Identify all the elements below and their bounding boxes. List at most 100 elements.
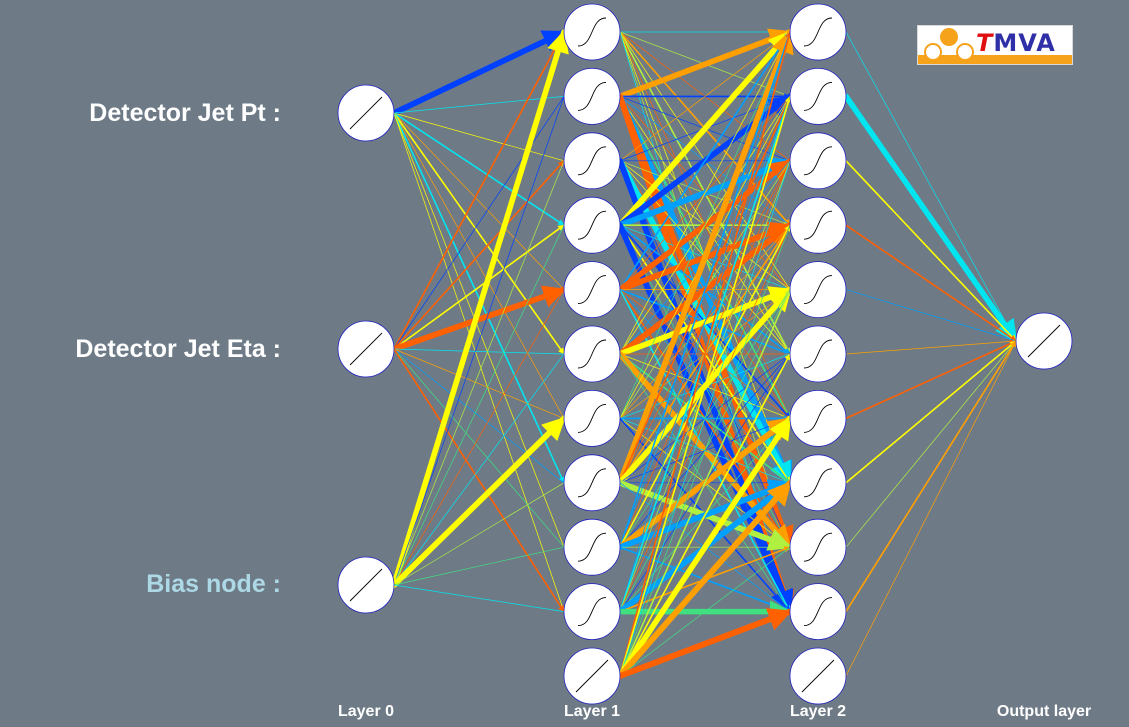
synapse-edge xyxy=(393,96,565,350)
synapse-edge xyxy=(393,224,565,350)
synapse-edge xyxy=(619,31,792,549)
synapse-edge xyxy=(619,31,791,419)
neuron-node xyxy=(789,68,847,125)
input-label-bias: Bias node : xyxy=(146,570,281,598)
neuron-node xyxy=(337,84,395,142)
neuron-node xyxy=(563,196,621,254)
neuron-node xyxy=(563,647,621,705)
logo-dot-top xyxy=(940,28,958,46)
neuron-node xyxy=(337,320,395,378)
synapse-edge xyxy=(619,31,791,162)
synapse-edge xyxy=(391,415,567,588)
neuron-node xyxy=(563,132,621,190)
linear-icon xyxy=(349,568,383,602)
neuron-node xyxy=(789,196,847,254)
neuron-node xyxy=(789,389,847,447)
synapse-edge xyxy=(845,289,1017,342)
neuron-node xyxy=(563,389,621,447)
neuron-node xyxy=(563,68,621,125)
layer-label-1: Layer 1 xyxy=(563,703,621,720)
neuron-node xyxy=(563,518,621,576)
neuron-node xyxy=(789,325,847,383)
layer-label-0: Layer 0 xyxy=(337,703,395,720)
sigmoid-icon xyxy=(577,17,607,47)
input-label-eta: Detector Jet Eta : xyxy=(75,335,281,363)
synapse-edge xyxy=(845,340,1017,613)
neuron-node xyxy=(1015,312,1073,370)
synapse-edge xyxy=(393,96,565,586)
synapse-edge xyxy=(393,112,565,290)
synapse-edge xyxy=(617,29,793,229)
neuron-node xyxy=(563,325,621,383)
sigmoid-icon xyxy=(803,468,833,498)
synapse-edge xyxy=(843,93,1019,344)
synapse-edge xyxy=(845,160,1017,342)
layer-label-output: Output layer xyxy=(996,703,1092,720)
synapse-edge xyxy=(391,29,569,588)
linear-icon xyxy=(1027,324,1061,358)
synapse-edge xyxy=(845,340,1017,355)
synapse-edge xyxy=(393,546,565,586)
sigmoid-icon xyxy=(803,17,833,47)
sigmoid-icon xyxy=(803,210,833,240)
linear-icon xyxy=(575,659,609,693)
synapse-edge xyxy=(393,160,565,350)
neuron-node xyxy=(789,3,847,61)
synapse-edge xyxy=(845,340,1017,484)
sigmoid-icon xyxy=(803,532,833,562)
synapse-edge xyxy=(393,224,565,586)
neuron-node xyxy=(789,583,847,640)
synapse-edge xyxy=(393,112,565,226)
neuron-node xyxy=(789,261,847,319)
logo-dot-right xyxy=(956,43,974,61)
logo-dot-left xyxy=(924,43,942,61)
synapse-edge xyxy=(617,29,794,486)
synapse-edge xyxy=(619,95,792,677)
synapse-edge xyxy=(393,112,565,419)
synapse-edge xyxy=(393,96,565,114)
neuron-node xyxy=(789,647,847,705)
synapse-edge xyxy=(845,31,1017,342)
neuron-node xyxy=(789,454,847,512)
synapse-edge xyxy=(845,340,1017,420)
synapse-edge xyxy=(393,31,565,350)
synapse-edge xyxy=(619,224,791,677)
sigmoid-icon xyxy=(577,210,607,240)
synapse-edge xyxy=(619,31,791,291)
synapse-edge xyxy=(393,353,565,586)
sigmoid-icon xyxy=(803,275,833,305)
synapse-edge xyxy=(845,340,1017,548)
sigmoid-icon xyxy=(577,597,607,627)
synapse-edge xyxy=(619,160,791,677)
sigmoid-icon xyxy=(577,468,607,498)
synapse-edge xyxy=(393,348,565,613)
synapse-edge xyxy=(393,160,565,586)
neuron-node xyxy=(337,556,395,614)
synapse-edge xyxy=(845,224,1017,342)
sigmoid-icon xyxy=(577,403,607,433)
logo-bar xyxy=(918,55,1072,64)
synapse-edge xyxy=(619,31,792,677)
synapse-edge xyxy=(393,112,565,355)
linear-icon xyxy=(349,332,383,366)
synapse-edge xyxy=(393,348,565,355)
neuron-node xyxy=(563,454,621,512)
neuron-node xyxy=(789,518,847,576)
input-label-pt: Detector Jet Pt : xyxy=(89,99,281,127)
tmva-logo: TMVA xyxy=(917,25,1073,65)
sigmoid-icon xyxy=(577,275,607,305)
synapse-layer xyxy=(391,28,1019,679)
synapse-edge xyxy=(393,112,565,612)
neuron-node xyxy=(563,583,621,640)
sigmoid-icon xyxy=(577,532,607,562)
synapse-edge xyxy=(617,608,793,679)
synapse-edge xyxy=(391,285,567,352)
synapse-edge xyxy=(391,29,567,116)
sigmoid-icon xyxy=(803,81,833,111)
synapse-edge xyxy=(619,353,791,677)
linear-icon xyxy=(801,659,835,693)
sigmoid-icon xyxy=(803,339,833,369)
synapse-edge xyxy=(619,288,791,677)
synapse-edge xyxy=(619,31,791,355)
